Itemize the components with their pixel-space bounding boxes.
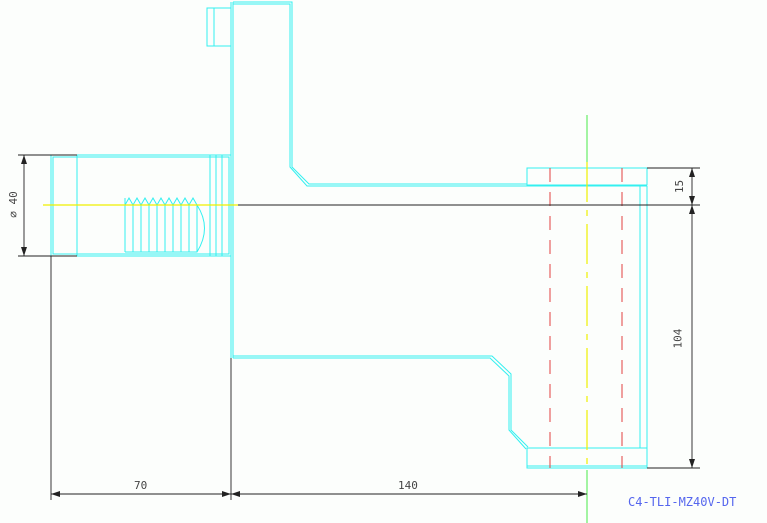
- serration-teeth: [124, 196, 205, 253]
- flange-plate: [206, 2, 234, 358]
- dim-shank-diameter: ⌀ 40: [6, 191, 20, 218]
- hidden-bore-lines: [549, 168, 623, 468]
- dim-height: 104: [671, 328, 685, 349]
- dim-top-offset: 15: [673, 179, 687, 194]
- dimension-lines: [18, 154, 700, 500]
- body-outline: [233, 1, 648, 469]
- part-number-label: C4-TLI-MZ40V-DT: [628, 495, 737, 509]
- dim-offset-length: 140: [398, 479, 418, 492]
- dim-shank-length: 70: [134, 479, 148, 492]
